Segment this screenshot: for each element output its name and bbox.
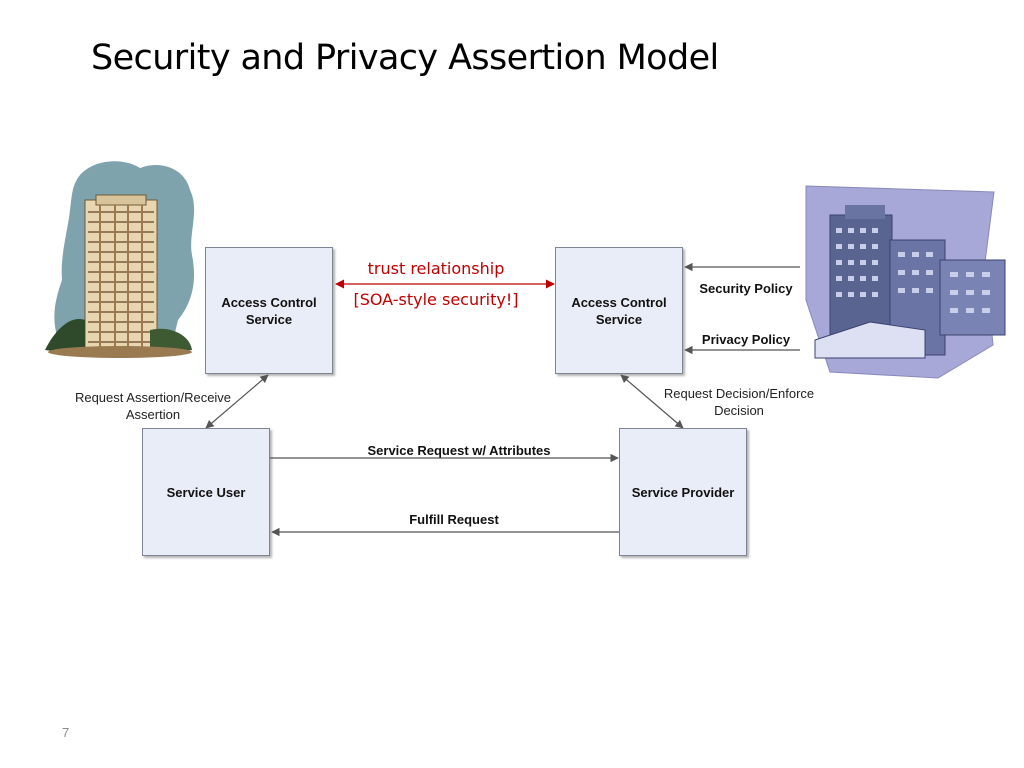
trust-relationship-label: trust relationship — [367, 259, 505, 278]
box-label: Access Control Service — [221, 294, 317, 327]
box-label: Access Control Service — [571, 294, 667, 327]
page-number: 7 — [62, 725, 70, 740]
service-request-label: Service Request w/ Attributes — [367, 443, 551, 458]
access-control-service-right: Access Control Service — [555, 247, 683, 374]
assertion-arrow — [205, 374, 269, 429]
box-label: Service Provider — [631, 484, 735, 500]
page-title: Security and Privacy Assertion Model — [91, 38, 719, 78]
privacy-policy-label: Privacy Policy — [701, 332, 791, 347]
fulfill-request-label: Fulfill Request — [409, 512, 499, 527]
request-assertion-label: Request Assertion/Receive Assertion — [74, 390, 232, 422]
service-provider-box: Service Provider — [619, 428, 747, 556]
decision-arrow — [620, 374, 684, 429]
apartment-tower-icon — [45, 161, 195, 358]
service-user-box: Service User — [142, 428, 270, 556]
access-control-service-left: Access Control Service — [205, 247, 333, 374]
soa-security-label: [SOA-style security!] — [353, 290, 519, 309]
box-label: Service User — [166, 484, 246, 500]
office-buildings-icon — [805, 185, 1006, 379]
request-decision-label: Request Decision/Enforce Decision — [663, 386, 815, 418]
security-policy-label: Security Policy — [699, 281, 793, 296]
